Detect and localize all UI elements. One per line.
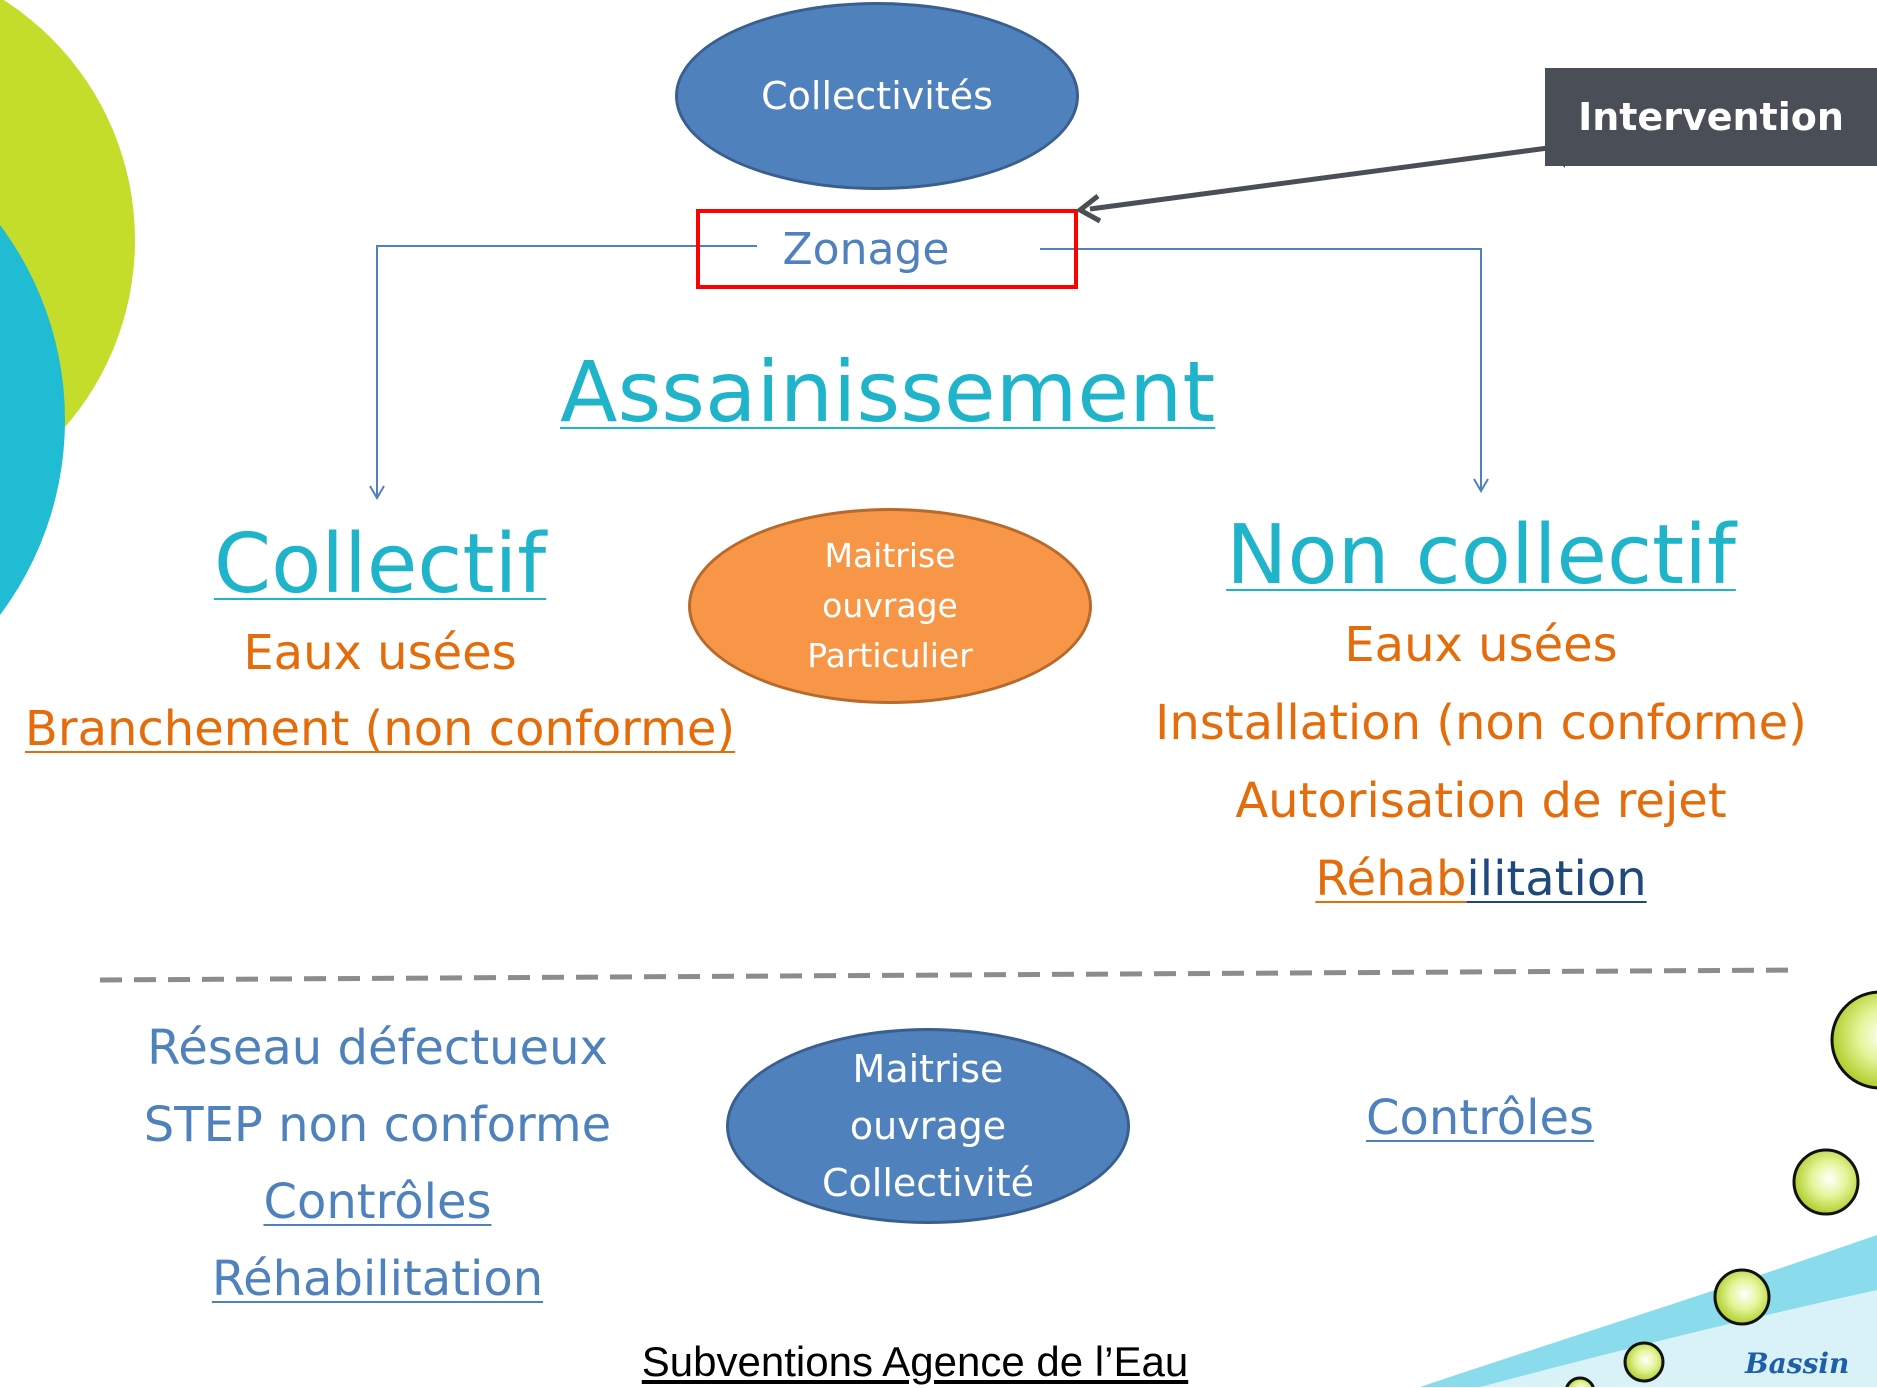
bassin-logo: Bassin <box>1745 1347 1849 1380</box>
collectif-title[interactable]: Collectif <box>0 515 760 615</box>
non-collectif-autorisation: Autorisation de rejet <box>1235 773 1727 829</box>
controles-link-right[interactable]: Contrôles <box>1280 1080 1680 1157</box>
bubble-decor <box>1623 1341 1665 1383</box>
ouvrage-line: ouvrage <box>822 586 958 625</box>
collectif-column: Collectif Eaux usées Branchement (non co… <box>0 515 760 767</box>
collectif-branchement-text: Branchement (non conforme) <box>24 701 736 757</box>
teal-circle-decor <box>0 225 65 615</box>
non-collectif-eaux-usees: Eaux usées <box>1344 617 1618 673</box>
maitrise-collectivite-ellipse: Maitrise ouvrage Collectivité <box>726 1028 1130 1224</box>
rehab-part2: ilitation <box>1466 851 1647 907</box>
dashed-separator <box>99 967 1801 983</box>
step-non-conforme: STEP non conforme <box>143 1097 612 1153</box>
left-branch-line <box>376 245 760 498</box>
collectivites-ellipse: Collectivités <box>675 2 1079 190</box>
maitrise-particulier-ellipse: Maitrise ouvrage Particulier <box>688 508 1092 704</box>
zonage-text: Zonage <box>782 224 950 275</box>
right-branch-arrowhead <box>1473 478 1489 493</box>
collectif-eaux-usees: Eaux usées <box>243 625 517 681</box>
right-branch-line <box>1040 248 1482 491</box>
zonage-label: Zonage <box>757 222 975 278</box>
non-collectif-title-text: Non collectif <box>1226 508 1736 603</box>
bubble-decor <box>1830 990 1877 1090</box>
collectivites-label: Collectivités <box>761 74 993 118</box>
controles-right-text: Contrôles <box>1365 1090 1595 1146</box>
bubble-decor <box>1792 1148 1860 1216</box>
non-collectif-column: Non collectif Eaux usées Installation (n… <box>1100 506 1862 918</box>
rehab-part1: Réhab <box>1315 851 1467 907</box>
intervention-tag-notch <box>1545 150 1565 168</box>
particulier-line: Particulier <box>807 636 973 675</box>
zonage-highlight-box <box>696 209 1078 289</box>
controles-link-left[interactable]: Contrôles <box>0 1164 755 1241</box>
collectif-branchement[interactable]: Branchement (non conforme) <box>0 691 760 767</box>
subventions-link[interactable]: Subventions Agence de l’Eau <box>560 1336 1270 1388</box>
non-collectif-title[interactable]: Non collectif <box>1100 506 1862 606</box>
bassin-logo-text: Bassin <box>1745 1347 1850 1380</box>
assainissement-title[interactable]: Assainissement <box>560 342 1215 442</box>
rehabilitation-link-left[interactable]: Réhabilitation <box>0 1241 755 1318</box>
bottom-left-list: Réseau défectueux STEP non conforme Cont… <box>0 1010 755 1318</box>
ouvrage-line-bottom: ouvrage <box>849 1103 1007 1148</box>
non-collectif-installation: Installation (non conforme) <box>1155 695 1807 751</box>
non-collectif-rehabilitation[interactable]: Réhabilitation <box>1100 840 1862 918</box>
rehabilitation-left-text: Réhabilitation <box>211 1251 544 1307</box>
controles-left-text: Contrôles <box>263 1174 492 1230</box>
intervention-tag: Intervention <box>1545 68 1877 166</box>
subventions-text: Subventions Agence de l’Eau <box>641 1338 1189 1385</box>
reseau-defectueux: Réseau défectueux <box>147 1020 608 1076</box>
collectivite-line: Collectivité <box>822 1160 1034 1205</box>
bubble-decor <box>1713 1268 1771 1326</box>
maitrise-line-bottom: Maitrise <box>852 1046 1004 1091</box>
collectif-title-text: Collectif <box>213 517 547 612</box>
bubble-decor <box>1565 1376 1595 1387</box>
assainissement-text: Assainissement <box>560 343 1216 441</box>
intervention-arrow-line <box>1089 145 1549 212</box>
intervention-arrowhead <box>1075 194 1102 224</box>
wave-light-decor <box>1480 1290 1877 1387</box>
left-branch-arrowhead <box>369 485 385 500</box>
maitrise-line: Maitrise <box>824 536 956 575</box>
intervention-label: Intervention <box>1578 95 1844 139</box>
